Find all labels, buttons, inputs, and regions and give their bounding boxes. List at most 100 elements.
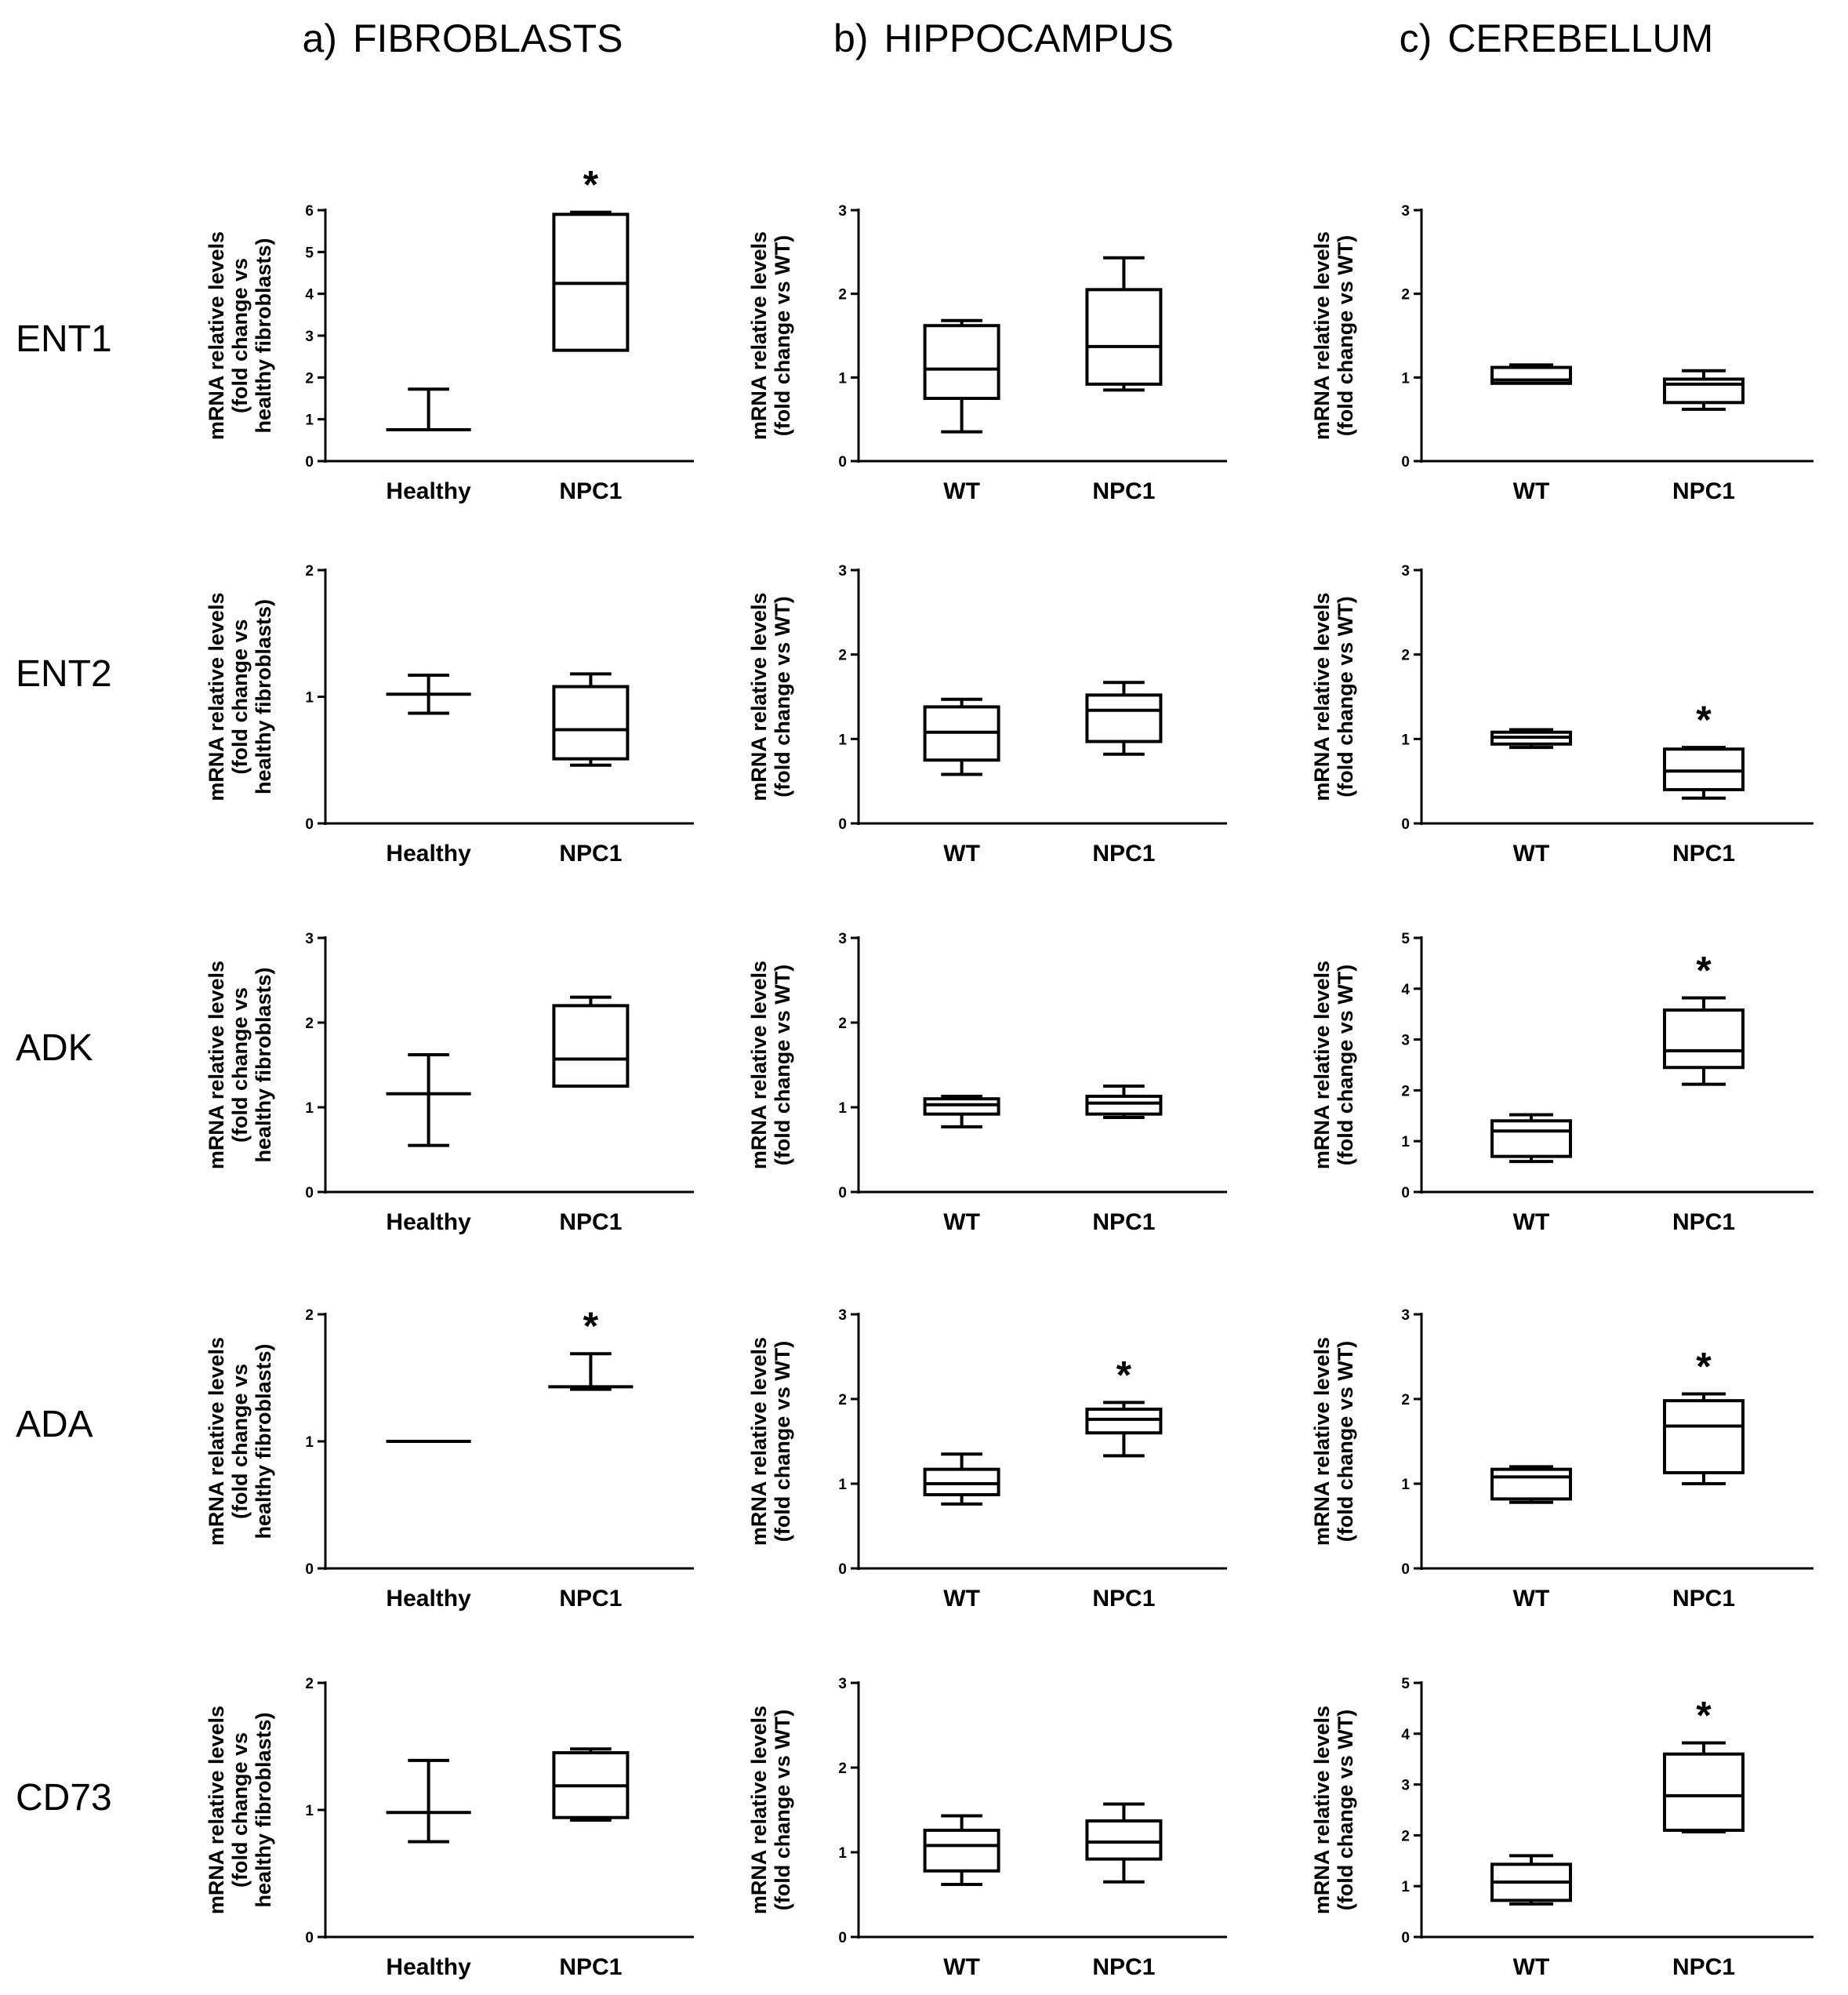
y-tick-label: 0 xyxy=(1401,1930,1410,1946)
box-iqr xyxy=(1663,747,1745,791)
y-tick-label: 0 xyxy=(1401,1185,1410,1201)
box-iqr xyxy=(923,324,1000,401)
y-tick-label: 3 xyxy=(305,329,314,345)
box-iqr xyxy=(1663,1399,1745,1474)
y-axis-label: (fold change vs WT) xyxy=(1334,1341,1357,1543)
y-tick-label: 0 xyxy=(305,816,314,833)
y-tick-label: 1 xyxy=(1401,1134,1410,1150)
box-wt xyxy=(923,1814,1000,1887)
y-tick-label: 0 xyxy=(305,1561,314,1578)
y-tick-label: 2 xyxy=(305,1307,314,1324)
box-iqr xyxy=(552,685,630,761)
y-axis-label: mRNA relative levels xyxy=(205,961,228,1169)
y-tick-label: 3 xyxy=(1401,1307,1410,1324)
y-tick-label: 2 xyxy=(1401,1083,1410,1099)
box-wt xyxy=(1490,1465,1572,1504)
box-iqr xyxy=(1085,288,1163,386)
y-axis-label: mRNA relative levels xyxy=(1310,1337,1334,1546)
y-tick-label: 3 xyxy=(1401,203,1410,220)
column-letter: c) xyxy=(1400,16,1432,60)
x-tick-label: Healthy xyxy=(386,1586,471,1612)
x-tick-label: WT xyxy=(943,1586,980,1612)
x-tick-label: NPC1 xyxy=(1672,1209,1735,1235)
column-letter: b) xyxy=(833,16,868,60)
box-wt xyxy=(923,697,1000,776)
x-tick-label: NPC1 xyxy=(1672,1586,1735,1612)
y-tick-label: 0 xyxy=(838,1561,847,1578)
y-tick-label: 2 xyxy=(1401,648,1410,664)
y-axis-label: mRNA relative levels xyxy=(205,231,228,440)
row-label-cd73: CD73 xyxy=(16,1777,112,1819)
box-iqr xyxy=(923,1828,1000,1873)
y-axis-label: mRNA relative levels xyxy=(1310,1706,1334,1914)
y-axis-label: (fold change vs xyxy=(228,619,252,774)
x-tick-label: WT xyxy=(943,478,980,504)
box-healthy xyxy=(386,1758,471,1844)
y-tick-label: 2 xyxy=(1401,1392,1410,1408)
significance-marker: * xyxy=(1116,1353,1132,1397)
box-wt xyxy=(1490,363,1572,385)
y-axis-label: mRNA relative levels xyxy=(747,1706,771,1914)
y-tick-label: 5 xyxy=(1401,1676,1410,1692)
row-label-ent1: ENT1 xyxy=(16,318,112,360)
x-tick-label: NPC1 xyxy=(559,1586,622,1612)
column-name: FIBROBLASTS xyxy=(353,16,623,60)
x-tick-label: NPC1 xyxy=(559,841,622,867)
x-tick-label: NPC1 xyxy=(559,1954,622,1980)
y-tick-label: 2 xyxy=(1401,1828,1410,1844)
box-npc1: * xyxy=(1663,948,1745,1086)
box-iqr xyxy=(1663,1008,1745,1070)
box-npc1: * xyxy=(1663,1693,1745,1833)
significance-marker: * xyxy=(1696,948,1712,992)
box-iqr xyxy=(1490,1119,1572,1158)
box-npc1 xyxy=(552,1747,630,1822)
y-tick-label: 1 xyxy=(305,1100,314,1117)
y-axis-label: (fold change vs WT) xyxy=(771,235,794,437)
y-tick-label: 0 xyxy=(305,1930,314,1946)
box-wt xyxy=(923,1452,1000,1506)
y-axis-label: (fold change vs xyxy=(228,1364,252,1519)
y-tick-label: 2 xyxy=(305,1016,314,1032)
y-tick-label: 0 xyxy=(838,816,847,833)
y-tick-label: 1 xyxy=(305,1434,314,1451)
x-tick-label: WT xyxy=(943,1954,980,1980)
y-axis-label: mRNA relative levels xyxy=(747,1337,771,1546)
y-tick-label: 3 xyxy=(838,203,847,220)
row-label-ent2: ENT2 xyxy=(16,653,112,695)
y-axis-label: healthy fibroblasts) xyxy=(252,967,275,1162)
box-npc1 xyxy=(1085,1802,1163,1884)
y-tick-label: 2 xyxy=(305,1676,314,1692)
y-axis-label: (fold change vs WT) xyxy=(1334,235,1357,437)
significance-marker: * xyxy=(1696,1693,1712,1737)
y-tick-label: 3 xyxy=(1401,563,1410,580)
box-iqr xyxy=(923,1097,1000,1116)
y-axis-label: (fold change vs xyxy=(228,258,252,413)
y-tick-label: 1 xyxy=(305,412,314,429)
y-tick-label: 1 xyxy=(838,370,847,387)
box-iqr xyxy=(1663,1752,1745,1832)
y-tick-label: 2 xyxy=(305,563,314,580)
y-tick-label: 0 xyxy=(305,1185,314,1201)
y-tick-label: 0 xyxy=(838,454,847,471)
y-tick-label: 1 xyxy=(838,1845,847,1862)
x-tick-label: WT xyxy=(1513,841,1550,867)
x-tick-label: WT xyxy=(943,841,980,867)
y-axis-label: healthy fibroblasts) xyxy=(252,1712,275,1907)
box-npc1 xyxy=(1085,256,1163,392)
y-axis-label: mRNA relative levels xyxy=(1310,231,1334,440)
y-tick-label: 1 xyxy=(305,1803,314,1819)
x-tick-label: WT xyxy=(1513,1954,1550,1980)
x-tick-label: NPC1 xyxy=(1092,1209,1155,1235)
y-axis-label: (fold change vs WT) xyxy=(1334,1710,1357,1911)
x-tick-label: Healthy xyxy=(386,1209,471,1235)
y-tick-label: 2 xyxy=(1401,287,1410,303)
box-healthy xyxy=(386,387,471,431)
box-npc1: * xyxy=(552,163,630,352)
column-title-fibroblasts: a)FIBROBLASTS xyxy=(303,16,623,60)
significance-marker: * xyxy=(1696,698,1712,742)
